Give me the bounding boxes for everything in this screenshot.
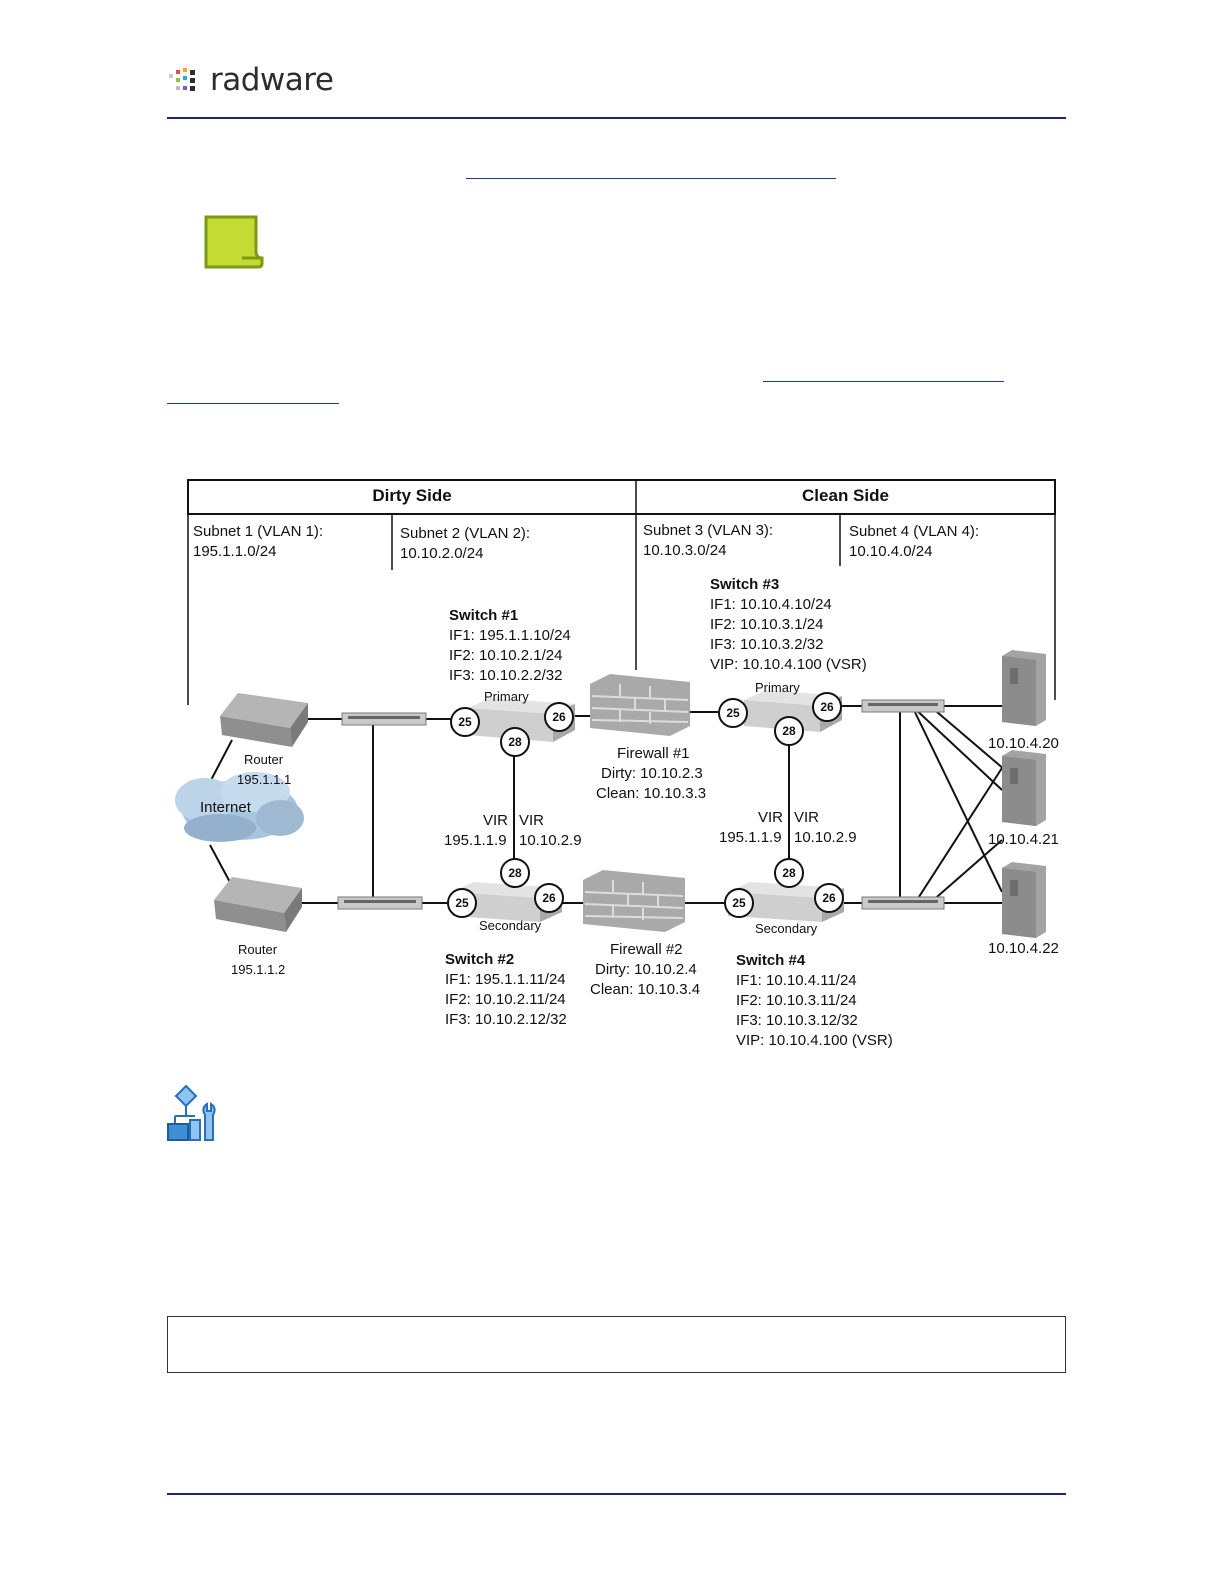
server-2-ip: 10.10.4.21 [988, 831, 1059, 848]
subnet-2-name: Subnet 2 (VLAN 2): [400, 525, 531, 542]
vir-left-b: VIR [519, 812, 545, 829]
link-underline[interactable] [167, 403, 339, 404]
firewall-2-clean: Clean: 10.10.3.4 [590, 981, 701, 998]
subnet-1-cidr: 195.1.1.0/24 [193, 543, 277, 560]
router-1-label: Router [244, 752, 284, 767]
switch-3-if3: IF3: 10.10.3.2/32 [710, 636, 824, 653]
port-28: 28 [500, 858, 530, 888]
link-underline[interactable] [763, 381, 1004, 382]
firewall-1-dirty: Dirty: 10.10.2.3 [601, 765, 703, 782]
router-bottom [214, 877, 302, 932]
zone-table [187, 479, 1056, 705]
switch-2-if1: IF1: 195.1.1.11/24 [445, 971, 566, 988]
switch-4-vip: VIP: 10.10.4.100 (VSR) [736, 1032, 893, 1049]
server-1-ip: 10.10.4.20 [988, 735, 1059, 752]
port-25: 25 [718, 698, 748, 728]
switch-2-title: Switch #2 [445, 951, 515, 968]
port-28: 28 [774, 858, 804, 888]
switch-3-title: Switch #3 [710, 576, 780, 593]
clean-side-header: Clean Side [802, 486, 889, 505]
switch-4-role: Secondary [755, 921, 818, 936]
port-26: 26 [814, 883, 844, 913]
port-26: 26 [812, 692, 842, 722]
switch-4-if1: IF1: 10.10.4.11/24 [736, 972, 857, 989]
radware-logo [167, 66, 327, 100]
switch-1-if1: IF1: 195.1.1.10/24 [449, 627, 571, 644]
header-rule [167, 117, 1066, 119]
port-26: 26 [534, 883, 564, 913]
switch-4-if2: IF2: 10.10.3.11/24 [736, 992, 857, 1009]
link-underline[interactable] [466, 178, 836, 179]
links [209, 705, 1006, 904]
port-25: 25 [450, 707, 480, 737]
subnet-3-cidr: 10.10.3.0/24 [643, 542, 727, 559]
switch-1-if2: IF2: 10.10.2.1/24 [449, 647, 563, 664]
vir-right-ip-b: 10.10.2.9 [794, 829, 857, 846]
firewall-1-title: Firewall #1 [617, 745, 690, 762]
port-28: 28 [774, 716, 804, 746]
vir-right-ip-a: 195.1.1.9 [719, 829, 782, 846]
switch-2-role: Secondary [479, 918, 542, 933]
switch-3-if1: IF1: 10.10.4.10/24 [710, 596, 832, 613]
subnet-4-name: Subnet 4 (VLAN 4): [849, 523, 980, 540]
subnet-1-name: Subnet 1 (VLAN 1): [193, 523, 324, 540]
switch-3-role: Primary [755, 680, 800, 695]
internet-cloud [175, 772, 304, 842]
vir-right-a: VIR [758, 809, 784, 826]
servers [1002, 650, 1046, 938]
router-2-label: Router [238, 942, 278, 957]
switch-3-if2: IF2: 10.10.3.1/24 [710, 616, 824, 633]
switch-1-if3: IF3: 10.10.2.2/32 [449, 667, 563, 684]
internet-label: Internet [200, 799, 251, 816]
router-top [220, 693, 308, 747]
switch-1-title: Switch #1 [449, 607, 519, 624]
firewall-2-title: Firewall #2 [610, 941, 683, 958]
dirty-side-header: Dirty Side [372, 486, 452, 505]
switch-2-if3: IF3: 10.10.2.12/32 [445, 1011, 567, 1028]
firewall-1-wall [590, 674, 690, 736]
router-2-ip: 195.1.1.2 [231, 962, 286, 977]
subnet-4-cidr: 10.10.4.0/24 [849, 543, 933, 560]
switch-2-if2: IF2: 10.10.2.11/24 [445, 991, 566, 1008]
port-25: 25 [724, 888, 754, 918]
switch-4-title: Switch #4 [736, 952, 806, 969]
vir-left-ip-b: 10.10.2.9 [519, 832, 582, 849]
switch-1-role: Primary [484, 689, 529, 704]
vir-left-a: VIR [483, 812, 509, 829]
footer-rule [167, 1493, 1066, 1495]
command-box [167, 1316, 1066, 1373]
brand-name: radware [210, 62, 334, 98]
vir-left-ip-a: 195.1.1.9 [444, 832, 507, 849]
task-icon [165, 1082, 225, 1146]
router-1-ip: 195.1.1.1 [237, 772, 292, 787]
firewall-2-dirty: Dirty: 10.10.2.4 [595, 961, 697, 978]
switch-4-if3: IF3: 10.10.3.12/32 [736, 1012, 858, 1029]
server-3-ip: 10.10.4.22 [988, 940, 1059, 957]
port-25: 25 [447, 888, 477, 918]
note-icon [202, 214, 266, 270]
switch-3-vip: VIP: 10.10.4.100 (VSR) [710, 656, 867, 673]
port-26: 26 [544, 702, 574, 732]
subnet-3-name: Subnet 3 (VLAN 3): [643, 522, 774, 539]
firewall-1-clean: Clean: 10.10.3.3 [596, 785, 707, 802]
firewall-2-wall [583, 870, 685, 932]
port-28: 28 [500, 727, 530, 757]
subnet-2-cidr: 10.10.2.0/24 [400, 545, 484, 562]
vir-right-b: VIR [794, 809, 820, 826]
